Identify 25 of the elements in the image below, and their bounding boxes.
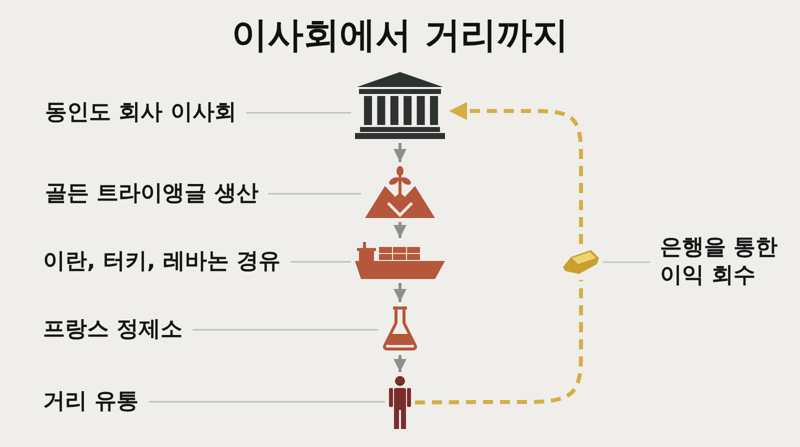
leader-line [148,401,385,402]
dashed-line [414,280,583,404]
leader-line [290,261,351,262]
leader-line [192,329,378,330]
stage-label: 거리 유통 [43,388,139,416]
arrow [394,222,406,238]
flask-icon [382,306,418,351]
callout-label: 은행을 통한 이익 회수 [660,234,785,291]
mountain-sprout-icon [365,166,435,218]
stage-label: 이란, 터키, 레바논 경유 [43,248,281,276]
cargo-ship-icon [355,242,445,279]
bank-building-icon [355,72,445,139]
stage-label: 동인도 회사 이사회 [45,98,236,128]
title: 이사회에서 거리까지 [232,14,568,58]
dashed-arrow [449,102,583,244]
arrow [394,283,406,302]
leader-line [246,112,351,114]
arrow [394,355,406,372]
leader-line [268,193,361,194]
stage-label: 프랑스 정제소 [43,316,183,344]
person-icon [389,376,411,429]
leader-line [603,261,650,263]
stage-label: 골든 트라이앵글 생산 [45,180,258,208]
ingot-icon [563,248,599,276]
arrow [394,143,406,162]
